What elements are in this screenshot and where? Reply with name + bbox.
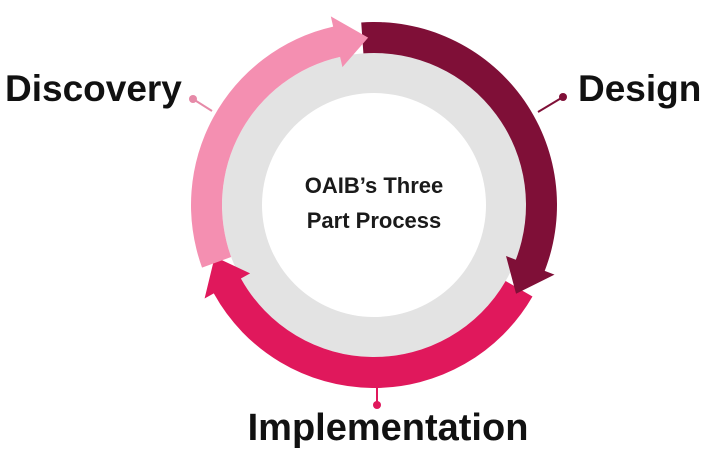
stage-label-design: Design (578, 68, 701, 109)
arc-design (361, 22, 557, 294)
center-disc (262, 93, 486, 317)
cycle-arcs (191, 16, 557, 388)
stage-connectors (189, 93, 567, 409)
stage-label-implementation: Implementation (248, 407, 529, 449)
connector-implementation-dot (373, 401, 381, 409)
arc-discovery (191, 16, 369, 268)
center-title-line-2: Part Process (307, 208, 442, 233)
connector-design-dot (559, 93, 567, 101)
arc-implementation (204, 256, 533, 388)
connector-design-line (537, 96, 564, 113)
center-title-line-1: OAIB’s Three (305, 173, 444, 198)
stage-label-discovery: Discovery (5, 68, 182, 109)
connector-discovery-dot (189, 95, 197, 103)
